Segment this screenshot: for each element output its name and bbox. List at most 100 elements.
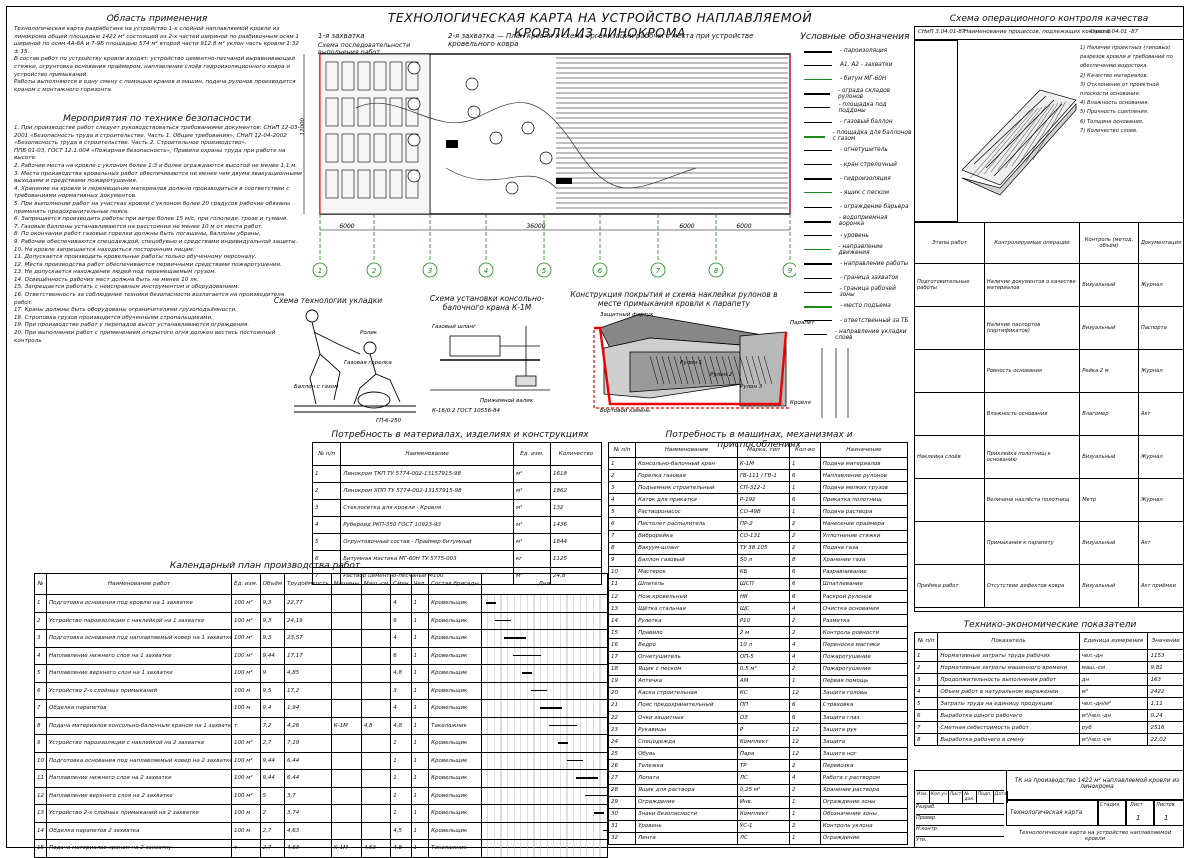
gantt-bar (539, 707, 562, 709)
table-cell (360, 646, 392, 665)
table-cell: 100 м (231, 681, 261, 700)
table-cell: 2422 (1147, 685, 1184, 698)
plan-label-2: 2-я захватка — План кровли и схема орган… (448, 32, 754, 48)
table-header-cell: Объём (259, 573, 286, 595)
table-cell: Визуальный (1079, 306, 1139, 350)
table-cell: 1844 (549, 533, 603, 551)
stamp-role: Изм. (916, 791, 930, 803)
table-cell: Визуальный (1079, 521, 1139, 565)
table-cell: Устройство пароизоляции с наклейкой на 2… (46, 734, 232, 753)
table-cell: 24 (607, 735, 637, 749)
table-cell: 1 (410, 821, 430, 840)
table-cell: Уплотнение стяжки (819, 529, 909, 543)
table-cell: Аптечка (635, 674, 738, 688)
table-cell: 6 (34, 681, 47, 700)
legend-label: - огнетушитель (840, 147, 888, 154)
table-cell: 29 (607, 795, 637, 809)
legend-symbol (802, 316, 834, 325)
table-cell: Кровельщик (428, 751, 482, 770)
table-cell: Подача материалов краном на 2 захватку (46, 839, 232, 858)
table-header-cell: Этапы работ (914, 222, 985, 264)
ops-title: Схема операционного контроля качества (949, 14, 1149, 24)
table-cell: НК (736, 590, 791, 604)
table-cell: 19 (607, 674, 637, 688)
legend-label: - пароизоляция (840, 48, 888, 55)
table-cell: 12 (789, 686, 821, 700)
section-hatch (703, 355, 713, 385)
table-header-cell: Смен (390, 573, 412, 595)
table-cell: 9,44 (259, 646, 286, 665)
table-cell: Очистка основания (819, 602, 909, 616)
safety-item: 19. При производстве работ у перепадов в… (14, 322, 249, 329)
table-cell: 15 (34, 839, 47, 858)
table-cell: Влажность основания (983, 392, 1081, 436)
work-station-marker (467, 105, 481, 119)
table-cell: Огрунтовочный состав - Праймер битумный (340, 533, 514, 551)
table-cell: 1 (410, 734, 430, 753)
legend-label: - ограда складов рулонов (837, 87, 891, 100)
roll-bay (373, 61, 387, 91)
layer-line (1011, 103, 1055, 167)
table-header-cell: Чел. (410, 573, 430, 595)
table-cell: СО-131 (736, 529, 791, 543)
table-cell: Кровельщик (428, 734, 482, 753)
table-cell: Пара (736, 747, 791, 761)
table-cell: Лопата (635, 771, 738, 785)
layer-line (1018, 102, 1059, 165)
table-cell: Щётка стальная (635, 602, 738, 616)
title-block-sheets (1154, 800, 1184, 826)
table-cell: Баллон газовый (635, 553, 738, 567)
axis-label: 2 (372, 267, 377, 275)
table-cell: ГВ-111 / ГВ-1 (736, 469, 791, 483)
materials-title: Потребность в материалах, изделиях и кон… (331, 430, 589, 440)
table-cell: Кровельщик (428, 786, 482, 805)
table-cell: Огнетушитель (635, 650, 738, 664)
table-cell: 1 (410, 594, 430, 613)
table-cell: Ограждение (819, 831, 909, 846)
legend-symbol (802, 302, 834, 311)
section-hatch (715, 355, 725, 385)
table-cell: 2,7 (259, 821, 286, 840)
safety-item: 13. Не допускается нахождение людей под … (14, 269, 217, 276)
roll-bay (373, 133, 387, 163)
table-cell: Подача материалов консольно-балочным кра… (46, 716, 232, 735)
roll-bay (341, 97, 355, 127)
table-cell (330, 751, 362, 770)
table-cell: чел.-дн (1078, 649, 1149, 662)
legend-symbol (802, 245, 833, 254)
section-hatch (649, 355, 659, 385)
table-cell: Линокром ТКП ТУ 5774-002-13157915-98 (340, 465, 514, 483)
table-header-cell: Ед. изм. (231, 573, 261, 595)
table-cell: 3 (34, 629, 47, 648)
table-cell: 23,57 (284, 629, 332, 648)
table-cell: Примыкания к парапету (983, 521, 1081, 565)
table-cell (914, 478, 985, 522)
table-cell: Лента (635, 831, 738, 846)
table-cell: Приёмка работ (914, 564, 985, 608)
roll-bay (341, 133, 355, 163)
table-cell: 17,2 (284, 681, 332, 700)
legend-symbol (802, 330, 829, 339)
table-cell: 4 (789, 771, 821, 785)
table-cell: 9,4 (259, 699, 286, 718)
legend-label: - направление работы (840, 260, 909, 267)
table-cell: Защита рук (819, 723, 909, 737)
table-cell: 13 (607, 602, 637, 616)
gantt-cell (480, 769, 609, 788)
gantt-bar (512, 654, 541, 657)
ops-notes: 1) Наличие проектных (типовых) разрезов … (1080, 44, 1180, 136)
table-cell: 0,5 м³ (736, 662, 791, 676)
table-cell: 17 (607, 650, 637, 664)
table-cell: 24,19 (284, 611, 332, 630)
table-cell: Хранение газа (819, 553, 909, 567)
table-cell: 1 (410, 786, 430, 805)
